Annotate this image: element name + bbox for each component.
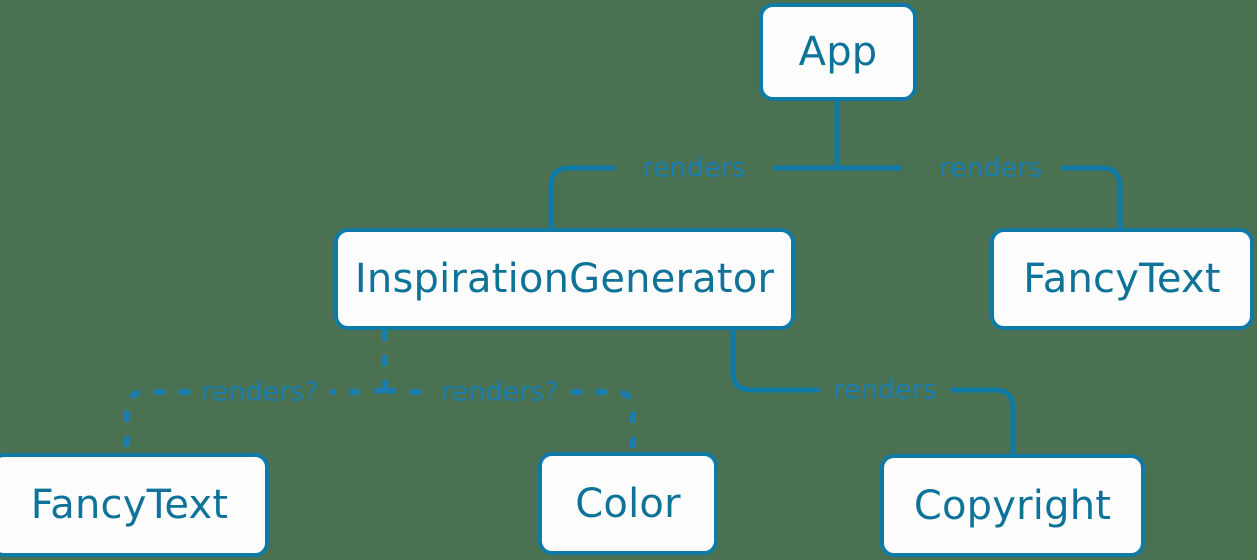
edge-label-app-to-inspiration: renders [642, 152, 746, 184]
edge-inspiration-to-fancytext-dashed-tail [124, 389, 190, 453]
node-color-label: Color [575, 480, 681, 527]
edge-label-app-to-fancytext: renders [939, 152, 1043, 184]
node-fancytext-right[interactable]: FancyText [990, 228, 1254, 330]
edge-inspiration-to-fancytext-dashed [330, 387, 386, 395]
node-inspiration-generator[interactable]: InspirationGenerator [334, 228, 795, 330]
edge-label-inspiration-to-copyright: renders [833, 374, 937, 406]
edge-inspiration-to-copyright-second-seg [950, 387, 1016, 457]
node-color[interactable]: Color [538, 452, 718, 555]
edge-label-inspiration-to-fancytext: renders? [201, 376, 319, 408]
edge-label-inspiration-to-color: renders? [441, 376, 559, 408]
node-fancytext-left-label: FancyText [30, 482, 229, 528]
node-app-label: App [798, 29, 878, 75]
node-copyright[interactable]: Copyright [880, 454, 1145, 557]
node-copyright-label: Copyright [913, 482, 1112, 529]
edge-inspiration-to-copyright-first-seg [730, 327, 821, 393]
node-app[interactable]: App [759, 3, 917, 101]
node-inspiration-generator-label: InspirationGenerator [354, 256, 775, 302]
node-fancytext-right-label: FancyText [1023, 256, 1221, 302]
edge-inspiration-to-color-dashed-tail [571, 389, 636, 452]
edge-app-to-inspiration-left-seg [548, 165, 616, 231]
edge-app-to-fancytext-right-seg [1060, 165, 1123, 231]
node-fancytext-left[interactable]: FancyText [0, 453, 269, 557]
edge-inspiration-to-color-dashed [384, 387, 428, 395]
